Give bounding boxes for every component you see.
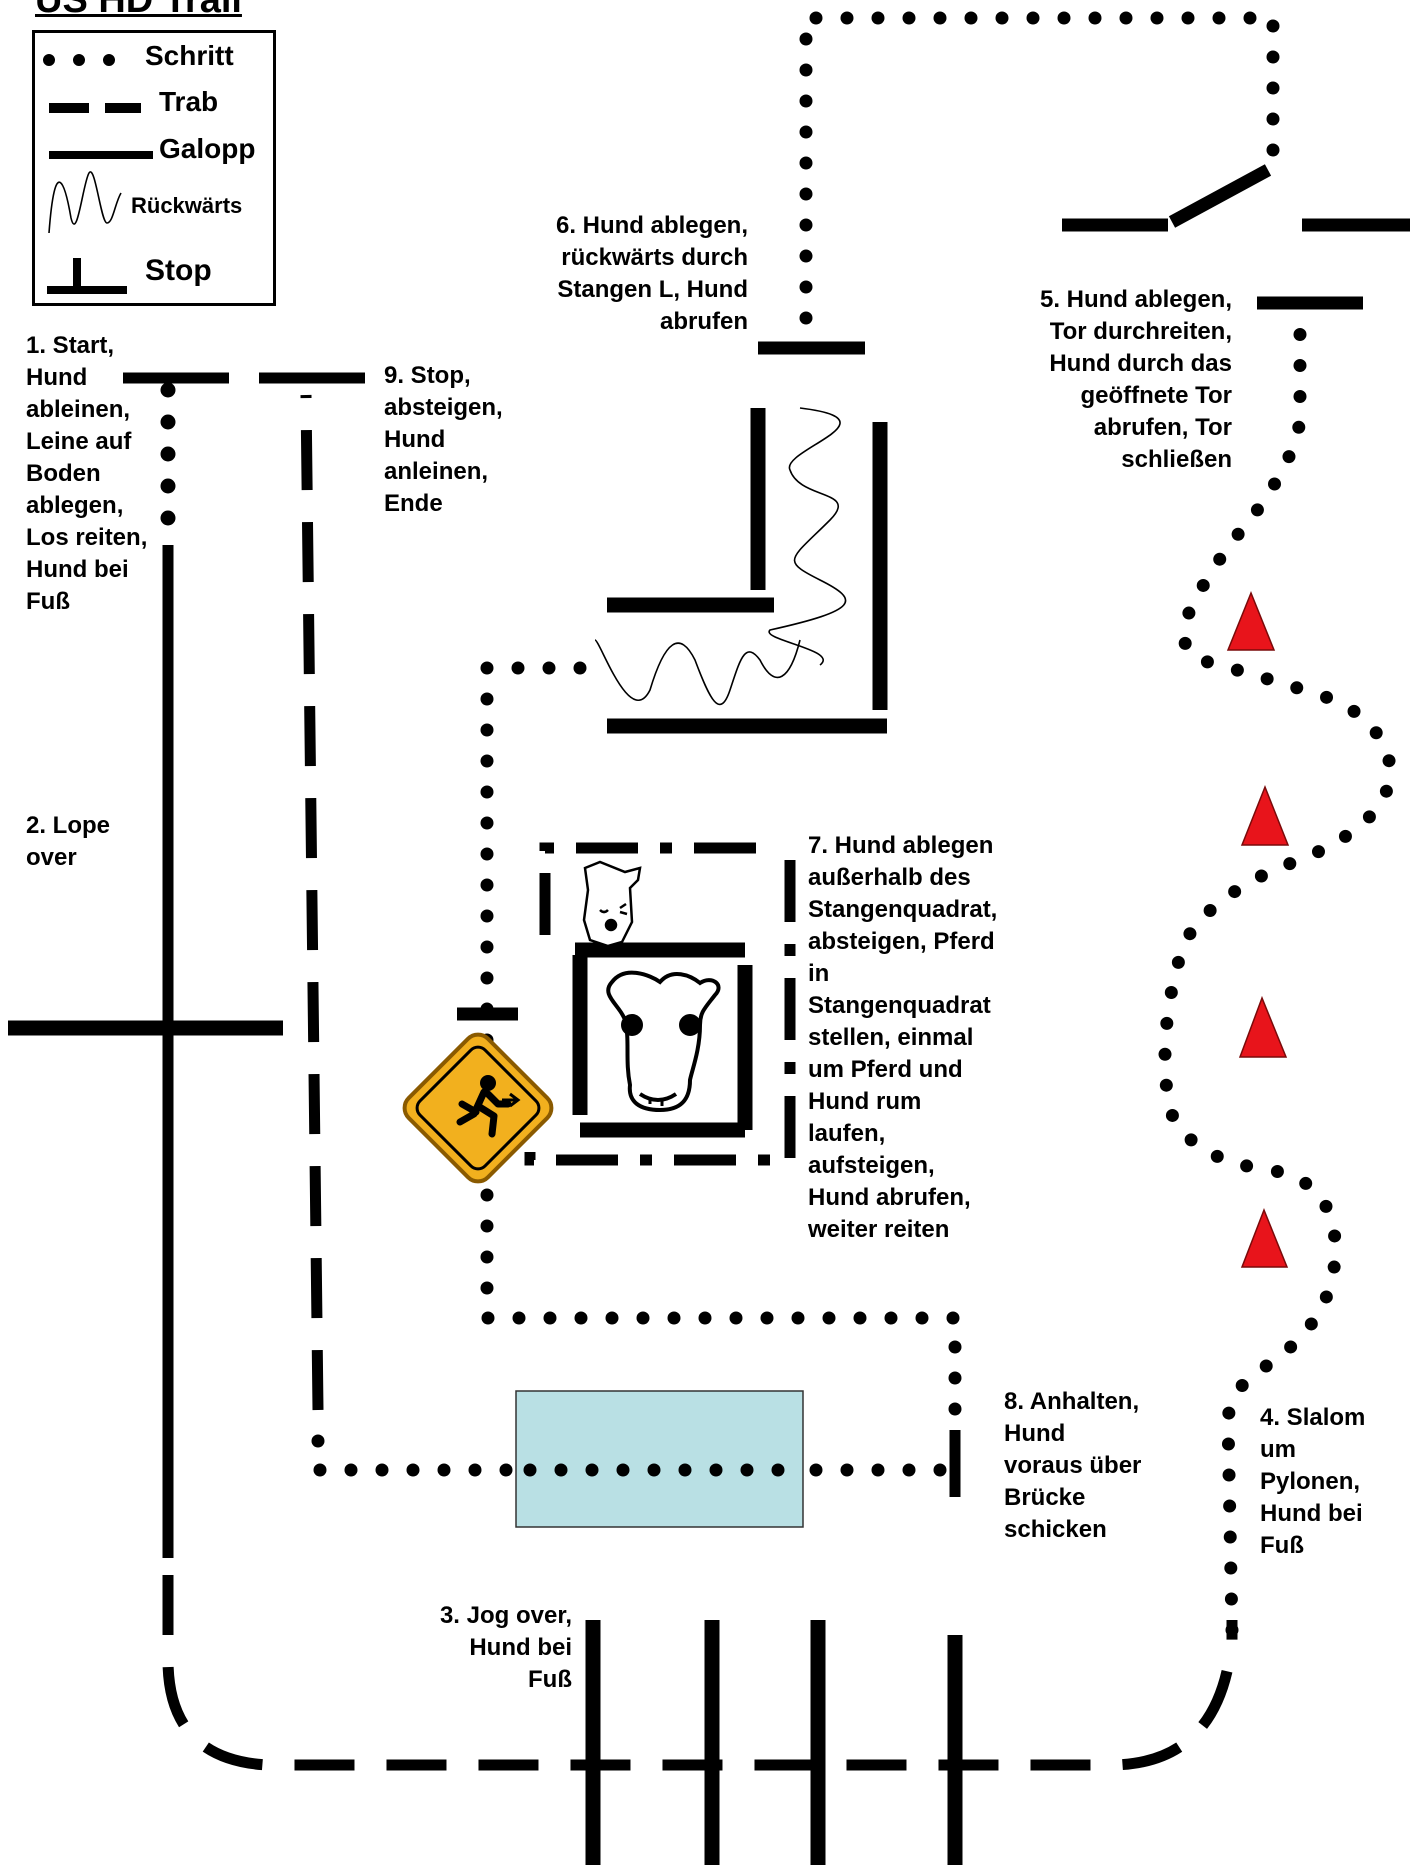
backwards-wave-vertical <box>768 407 847 666</box>
station-2-label: 2. Lope over <box>26 812 111 871</box>
cone-icon <box>1238 995 1288 1058</box>
walk-path-bridge <box>311 1413 947 1477</box>
cone-icon <box>1240 1207 1289 1268</box>
dog-icon <box>582 860 642 948</box>
backwards-wave-horizontal <box>594 639 801 706</box>
station-9-label: 9. Stop, absteigen, Hund anleinen, Ende <box>384 362 503 517</box>
horse-head-icon <box>606 970 721 1113</box>
trot-path-finish <box>300 394 324 1411</box>
station-5-label: 5. Hund ablegen, Tor durchreiten, Hund d… <box>1039 286 1232 473</box>
station-3-label: 3. Jog over, Hund bei Fuß <box>439 1602 572 1693</box>
station-6-label: 6. Hund ablegen, rückwärts durch Stangen… <box>555 212 748 335</box>
legend-stop-label: Stop <box>145 254 212 287</box>
running-person-warning-icon <box>402 1032 554 1184</box>
legend-box: Schritt Trab Galopp Rückwärts Stop <box>32 30 276 306</box>
gate-open-pole <box>1168 164 1272 228</box>
cone-icon <box>1226 590 1276 651</box>
legend-backwards-label: Rückwärts <box>131 193 243 218</box>
walk-path-top <box>799 11 1280 337</box>
slalom-cones <box>1226 590 1290 1268</box>
station-8-label: 8. Anhalten, Hund voraus über Brücke sch… <box>1004 1388 1142 1543</box>
walk-path-middle <box>480 661 962 1447</box>
station-4-label: 4. Slalom um Pylonen, Hund bei Fuß <box>1260 1404 1366 1559</box>
bridge <box>515 1390 804 1528</box>
legend-trot-label: Trab <box>159 86 219 117</box>
trot-path-bottom <box>162 1575 1238 1771</box>
cone-icon <box>1240 784 1290 846</box>
station-7-label: 7. Hund ablegen außerhalb des Stangenqua… <box>808 832 998 1243</box>
legend-canter-label: Galopp <box>159 133 256 164</box>
legend-symbols <box>43 54 153 294</box>
station-1-label: 1. Start, Hund ableinen, Leine auf Boden… <box>26 332 148 615</box>
legend-backwards-symbol <box>48 171 122 234</box>
diagram-title: US HD Trail <box>35 0 242 21</box>
walk-path-slalom <box>1158 311 1397 1637</box>
square-outer-dashdot <box>539 842 778 935</box>
legend-walk-label: Schritt <box>145 40 234 71</box>
